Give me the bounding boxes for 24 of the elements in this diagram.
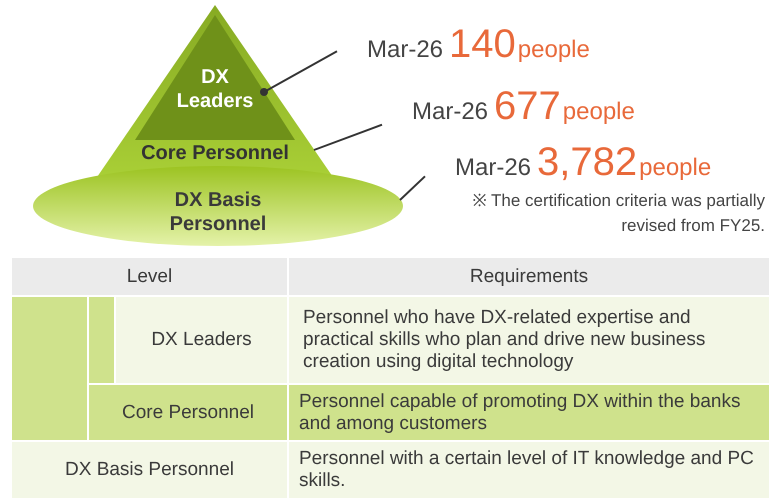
count-unit: people [639, 153, 712, 183]
table-cell: Personnel with a certain level of IT knowledge and PC skills. [289, 442, 769, 498]
leader-line [399, 176, 426, 201]
leader-line [314, 124, 382, 151]
count-unit: people [518, 35, 590, 65]
table-cell: DX Basis Personnel [12, 442, 287, 498]
layer-label: DX Basis Personnel [168, 188, 268, 236]
table-header: Level [12, 258, 287, 295]
count-value: 140 [449, 24, 516, 64]
count-value: 3,782 [537, 142, 638, 182]
count-value: 677 [494, 86, 561, 126]
count-unit: people [562, 97, 635, 127]
footnote: ※ The certification criteria was partially revised from FY25. [472, 190, 765, 237]
table-header: Requirements [289, 258, 769, 295]
count-date: Mar-26 [412, 97, 488, 127]
table-cell: Personnel capable of promoting DX within the banks and among customers [289, 385, 769, 440]
layer-label: Core Personnel [140, 141, 290, 165]
count-date: Mar-26 [455, 153, 532, 183]
count-date: Mar-26 [367, 35, 444, 65]
table-cell: Personnel who have DX-related expertise and practical skills who plan and drive new business creation using digital technology [289, 297, 769, 383]
layer-label: DX Leaders [176, 65, 254, 113]
table-cell: Core Personnel [89, 385, 287, 440]
leader-line [260, 50, 338, 96]
table-cell: DX Leaders [116, 297, 287, 383]
